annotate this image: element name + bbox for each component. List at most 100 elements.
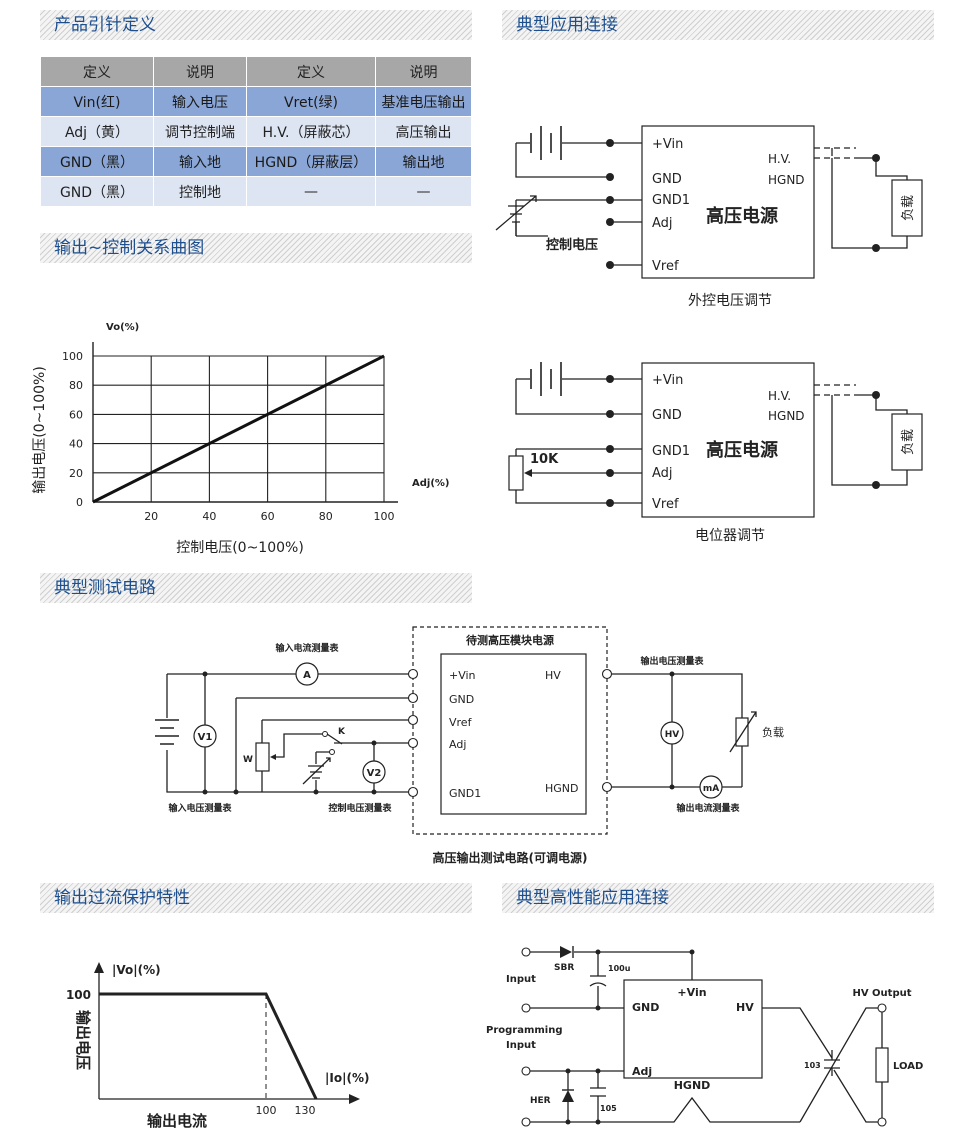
load-label: 负载 [762,725,784,739]
pin-adj: Adj [652,466,673,481]
pin-adj: Adj [449,738,466,751]
hv-output-label: HV Output [852,988,911,999]
hv-module-box [623,979,763,1079]
control-voltage-meter-label: 控制电压测量表 [328,802,392,814]
chart-y-axis-tag: Vo(%) [106,322,139,333]
y-tick-label: 60 [69,408,83,421]
load-resistor [875,1047,889,1083]
load-resistor [735,717,749,747]
y-tick-label: 100 [62,350,83,363]
chart-x-axis-tag: Adj(%) [412,478,450,489]
table-header: 定义 [40,56,154,87]
voltmeter-hv [660,721,684,745]
capacitor-105-icon [590,1087,606,1097]
programming-input-label: Input [506,1040,536,1051]
pin-hv: HV [545,669,561,682]
table-row: GND（黑） 控制地 — — [40,176,472,207]
pin-definition-table: 定义 说明 定义 说明 Vin(红) 输入电压 Vret(绿) 基准电压输出 A… [40,56,472,207]
sbr-diode-icon [560,946,572,958]
table-cell: — [375,176,472,207]
table-cell: 控制地 [153,176,247,207]
table-cell: Vret(绿) [246,86,376,117]
capacitor-100u-icon [589,975,607,987]
table-header: 说明 [153,56,247,87]
section-test-circuit: 典型测试电路 [40,573,472,603]
cap-100u-label: 100u [608,964,631,973]
cap-103-label: 103 [804,1061,821,1070]
pin-vref: Vref [652,497,679,512]
caption-potentiometer: 电位器调节 [695,528,765,544]
table-cell: 调节控制端 [153,116,247,147]
test-module-title: 待测高压模块电源 [465,633,554,647]
table-cell: GND（黑） [40,146,154,177]
ocp-curve [99,992,318,1100]
variable-source-icon [508,205,524,223]
table-cell: Adj（黄） [40,116,154,147]
pin-hgnd: HGND [768,409,805,423]
pin-vin: +Vin [652,373,683,388]
table-cell: 输出地 [375,146,472,177]
table-cell: 高压输出 [375,116,472,147]
hv-module-box [641,362,815,518]
meter-v1-label: V1 [198,732,213,743]
load-label: LOAD [893,1061,923,1072]
pin-gnd: GND [632,1001,659,1014]
table-cell: 输入地 [153,146,247,177]
pin-hv: HV [736,1001,754,1014]
y-tick-label: 0 [76,496,83,509]
y-tick-label: 20 [69,467,83,480]
table-cell: HGND（屏蔽层） [246,146,376,177]
variable-source-icon [308,765,324,779]
caption-external-control: 外控电压调节 [688,293,772,309]
table-row: Adj（黄） 调节控制端 H.V.（屏蔽芯） 高压输出 [40,116,472,147]
ocp-y-axis-tag: |Vo|(%) [112,963,161,977]
section-pin-definition: 产品引针定义 [40,10,472,40]
series-line [92,354,385,504]
switch-k-label: K [338,727,346,737]
table-cell: GND（黑） [40,176,154,207]
pin-vin: +Vin [652,137,683,152]
pin-adj: Adj [632,1065,652,1078]
output-current-meter-label: 输出电流测量表 [676,802,740,814]
capacitor-103-icon [824,1050,840,1076]
table-cell: — [246,176,376,207]
battery-icon [155,719,179,745]
section-typical-application: 典型应用连接 [502,10,934,40]
pin-vin: +Vin [677,986,706,999]
pin-hgnd: HGND [768,173,805,187]
chart-x-label: 控制电压(0~100%) [176,540,304,556]
pin-gnd1: GND1 [449,787,481,800]
sbr-label: SBR [554,963,574,973]
potentiometer-value: 10K [530,452,559,467]
ocp-y-label: 输出电压 [74,1010,92,1070]
table-row: Vin(红) 输入电压 Vret(绿) 基准电压输出 [40,86,472,117]
ocp-x-axis-tag: |Io|(%) [325,1071,369,1085]
module-name: 高压电源 [706,205,778,227]
section-high-performance-application: 典型高性能应用连接 [502,883,934,913]
pin-gnd: GND [652,408,682,423]
voltmeter-v1 [193,724,217,748]
ocp-x-tick-100: 100 [256,1104,277,1117]
input-current-meter-label: 输入电流测量表 [275,642,339,654]
pin-hgnd: HGND [545,782,579,795]
potentiometer-icon [508,455,524,491]
pin-hgnd: HGND [674,1079,711,1092]
table-cell: 输入电压 [153,86,247,117]
pot-w-label: W [243,755,253,765]
ocp-x-label: 输出电流 [147,1112,207,1130]
table-cell: 基准电压输出 [375,86,472,117]
input-label: Input [506,974,536,985]
x-tick-label: 100 [374,510,395,523]
table-header-row: 定义 说明 定义 说明 [40,56,472,87]
y-tick-label: 80 [69,379,83,392]
x-tick-label: 60 [261,510,275,523]
pin-gnd1: GND1 [652,444,690,459]
x-tick-label: 80 [319,510,333,523]
load-box [891,179,923,237]
x-tick-label: 40 [202,510,216,523]
load-label: 负载 [901,429,916,455]
x-tick-label: 20 [144,510,158,523]
load-box [891,413,923,471]
y-tick-label: 40 [69,438,83,451]
input-voltage-meter-label: 输入电压测量表 [168,802,232,814]
